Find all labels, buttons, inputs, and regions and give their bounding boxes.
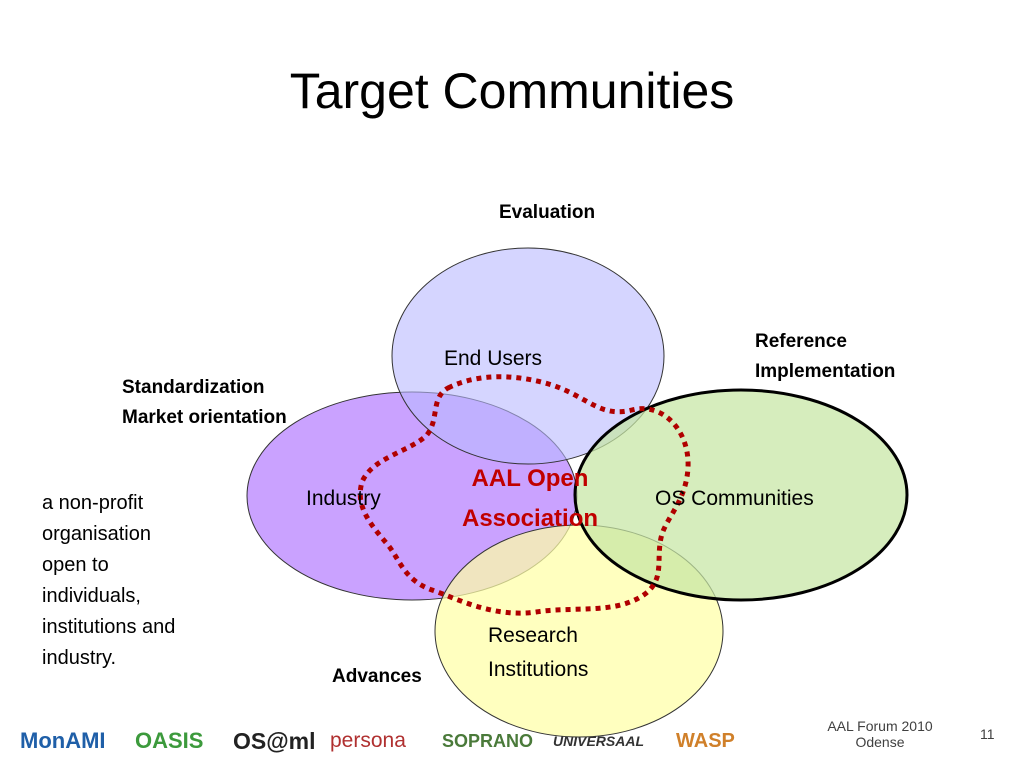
wasp-logo: WASP [676, 729, 735, 752]
persona-logo: persona [330, 729, 406, 752]
end-users-circle [391, 247, 665, 465]
industry-label: Industry [306, 487, 381, 510]
monami-logo: MonAMI [20, 728, 106, 753]
universaal-logo: UNIVERSAAL [553, 733, 645, 749]
oseml-logo: OS@ml [233, 727, 316, 754]
aal-open-association-boundary [357, 374, 691, 616]
soprano-logo: SOPRANO [442, 730, 534, 751]
research-label-line2: Institutions [488, 658, 588, 681]
slide-title: Target Communities [289, 63, 735, 119]
reference-label-line1: Reference [755, 331, 847, 352]
center-label-line2: Association [462, 505, 598, 532]
description-line: individuals, [42, 585, 141, 607]
reference-label-line2: Implementation [755, 361, 896, 382]
advances-label: Advances [332, 666, 422, 687]
footer-event: AAL Forum 2010 Odense [805, 718, 955, 750]
page-number: 11 [980, 726, 995, 742]
footer-event-line2: Odense [855, 734, 905, 750]
standardization-label-line2: Market orientation [122, 407, 287, 428]
standardization-label-line1: Standardization [122, 377, 265, 398]
description-line: institutions and [42, 616, 176, 638]
evaluation-label: Evaluation [499, 202, 596, 223]
footer-event-line1: AAL Forum 2010 [827, 718, 933, 734]
description-line: open to [42, 554, 109, 576]
os-communities-label: OS Communities [655, 487, 814, 510]
end-users-label: End Users [444, 347, 542, 370]
research-label-line1: Research [488, 624, 578, 647]
oasis-logo: OASIS [135, 728, 204, 753]
description-line: industry. [42, 647, 117, 669]
association-description: a non-profit organisation open to indivi… [42, 488, 232, 674]
center-label-line1: AAL Open [472, 465, 589, 492]
description-line: a non-profit [42, 492, 144, 514]
description-line: organisation [42, 523, 151, 545]
